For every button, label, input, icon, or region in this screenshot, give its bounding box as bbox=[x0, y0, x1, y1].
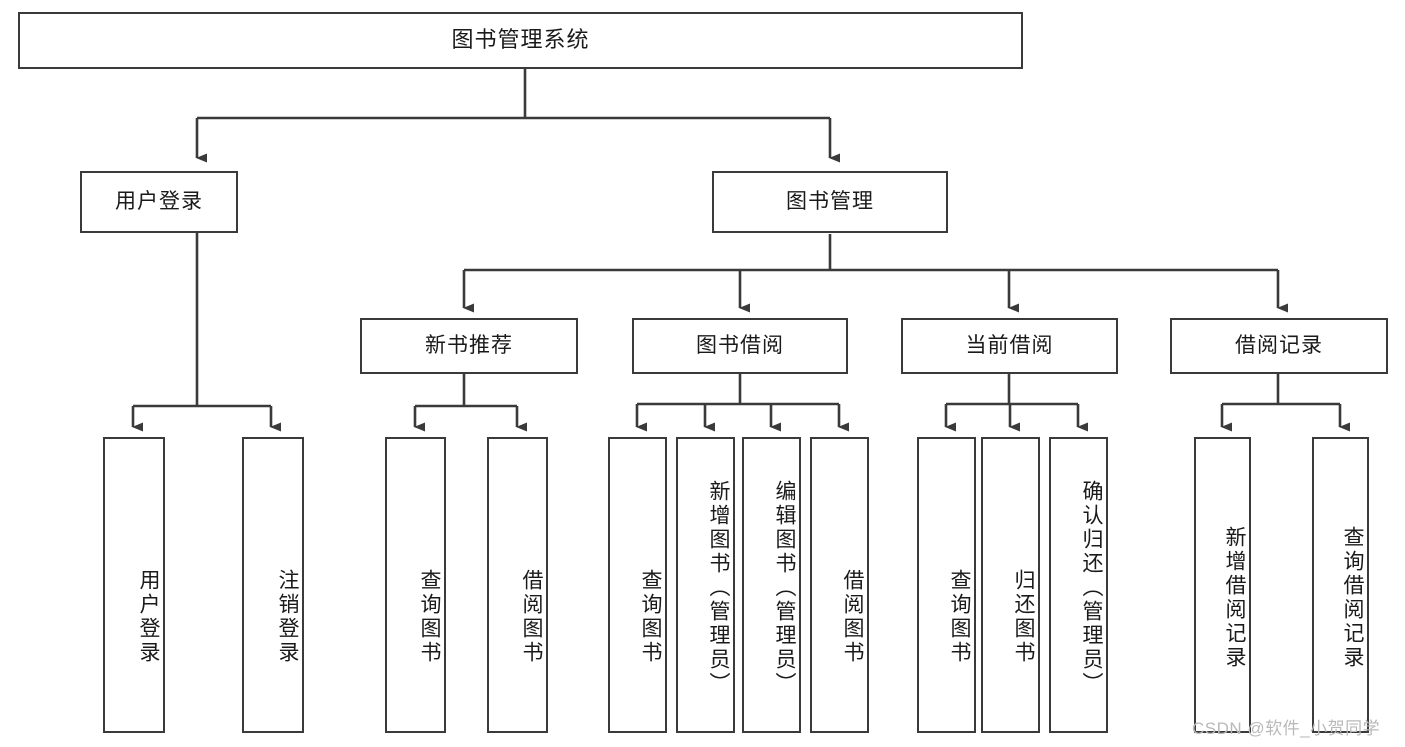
node-borrow-record[interactable]: 借阅记录 bbox=[1170, 318, 1388, 374]
node-book-manage[interactable]: 图书管理 bbox=[712, 171, 948, 233]
leaf-book-borrow-2-label: 编辑图书（管理员） bbox=[773, 480, 796, 696]
node-new-book-recommend-label: 新书推荐 bbox=[425, 334, 513, 358]
node-book-borrow-label: 图书借阅 bbox=[696, 334, 784, 358]
leaf-book-borrow-0[interactable]: 查询图书 bbox=[608, 437, 667, 733]
node-book-manage-label: 图书管理 bbox=[786, 190, 874, 214]
leaf-current-borrow-0[interactable]: 查询图书 bbox=[917, 437, 976, 733]
leaf-current-borrow-1[interactable]: 归还图书 bbox=[981, 437, 1040, 733]
leaf-user-login-1[interactable]: 注销登录 bbox=[242, 437, 304, 733]
leaf-book-borrow-0-label: 查询图书 bbox=[639, 569, 662, 665]
node-current-borrow-label: 当前借阅 bbox=[965, 334, 1054, 358]
csdn-watermark: CSDN @软件_小贺同学 bbox=[1192, 719, 1381, 738]
leaf-new-book-1[interactable]: 借阅图书 bbox=[487, 437, 548, 733]
node-current-borrow[interactable]: 当前借阅 bbox=[901, 318, 1118, 374]
leaf-borrow-record-1[interactable]: 查询借阅记录 bbox=[1312, 437, 1369, 733]
node-root[interactable]: 图书管理系统 bbox=[18, 12, 1023, 69]
leaf-book-borrow-3[interactable]: 借阅图书 bbox=[810, 437, 869, 733]
leaf-borrow-record-0-label: 新增借阅记录 bbox=[1223, 526, 1246, 670]
leaf-current-borrow-1-label: 归还图书 bbox=[1012, 569, 1035, 665]
node-user-login-label: 用户登录 bbox=[115, 190, 203, 214]
leaf-user-login-1-label: 注销登录 bbox=[276, 569, 299, 665]
leaf-new-book-0[interactable]: 查询图书 bbox=[385, 437, 446, 733]
leaf-book-borrow-1-label: 新增图书（管理员） bbox=[707, 480, 730, 696]
leaf-current-borrow-2-label: 确认归还（管理员） bbox=[1080, 480, 1103, 696]
leaf-current-borrow-0-label: 查询图书 bbox=[948, 569, 971, 665]
leaf-borrow-record-0[interactable]: 新增借阅记录 bbox=[1194, 437, 1251, 733]
node-borrow-record-label: 借阅记录 bbox=[1235, 334, 1323, 358]
leaf-new-book-0-label: 查询图书 bbox=[418, 569, 441, 665]
leaf-user-login-0[interactable]: 用户登录 bbox=[103, 437, 165, 733]
leaf-book-borrow-1[interactable]: 新增图书（管理员） bbox=[676, 437, 735, 733]
leaf-current-borrow-2[interactable]: 确认归还（管理员） bbox=[1049, 437, 1108, 733]
node-new-book-recommend[interactable]: 新书推荐 bbox=[360, 318, 578, 374]
leaf-borrow-record-1-label: 查询借阅记录 bbox=[1341, 526, 1364, 670]
leaf-book-borrow-3-label: 借阅图书 bbox=[841, 569, 864, 665]
node-root-label: 图书管理系统 bbox=[451, 27, 590, 53]
leaf-user-login-0-label: 用户登录 bbox=[137, 569, 160, 665]
leaf-book-borrow-2[interactable]: 编辑图书（管理员） bbox=[742, 437, 801, 733]
node-book-borrow[interactable]: 图书借阅 bbox=[632, 318, 848, 374]
node-user-login[interactable]: 用户登录 bbox=[80, 171, 238, 233]
leaf-new-book-1-label: 借阅图书 bbox=[520, 569, 543, 665]
